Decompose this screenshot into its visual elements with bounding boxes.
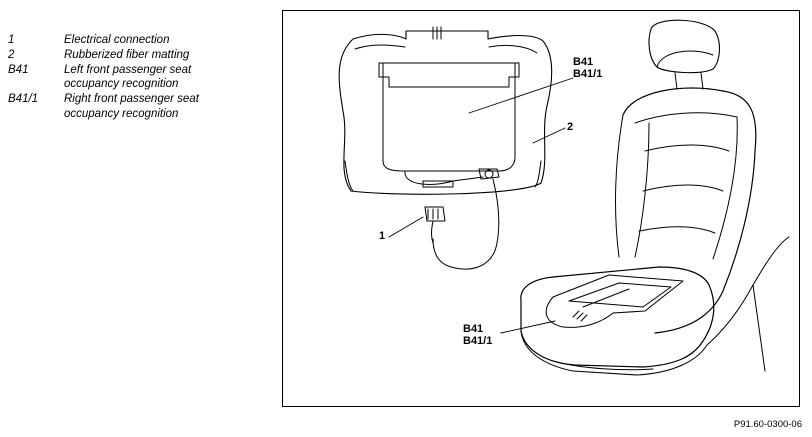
seat-backrest [615,87,757,334]
backrest-connector [432,168,500,270]
backrest-sensor-mat [378,26,520,188]
legend-description: Electrical connection [64,33,270,48]
callout-2: 2 [567,121,574,133]
legend-key: 1 [8,34,15,46]
legend-description: Left front passenger seat occupancy reco… [64,63,270,93]
figure-frame: B41 B41/1 2 1 B41 B41/1 [282,10,800,407]
legend-description-line: Left front passenger seat [64,63,192,76]
legend-row: 2 Rubberized fiber matting [8,48,270,63]
legend-key: B41/1 [8,93,39,106]
legend-description: Rubberized fiber matting [64,48,270,63]
callout-label: B41/1 [573,68,603,80]
legend-row: B41/1 Right front passenger seat occupan… [8,92,270,122]
legend: 1 Electrical connection 2 Rubberized fib… [8,33,270,122]
legend-description-line: occupancy recognition [64,78,179,91]
legend-description: Right front passenger seat occupancy rec… [64,92,270,122]
backrest-cushion [338,30,553,195]
legend-row: 1 Electrical connection [8,33,270,48]
seat-illustration [338,19,790,376]
seat-sensor-mat [545,274,684,328]
callout-label: B41/1 [463,335,493,347]
electrical-connector [424,206,446,244]
figure-code: P91.60-0300-06 [733,419,802,430]
legend-key: B41 [8,63,29,76]
callout-b41-bottom: B41 B41/1 [463,323,492,347]
legend-row: B41 Left front passenger seat occupancy … [8,63,270,93]
legend-description-line: occupancy recognition [64,107,179,120]
legend-description-line: Rubberized fiber matting [64,48,190,61]
callout-1: 1 [379,230,386,242]
leader-lines [388,77,574,334]
callout-label: B41 [463,323,484,335]
seat-cushion [520,236,790,376]
legend-description-line: Right front passenger seat [64,93,199,106]
callout-label: B41 [573,56,594,68]
legend-description-line: Electrical connection [64,34,170,46]
legend-key: 2 [8,48,15,61]
headrest [648,19,721,90]
callout-b41-top: B41 B41/1 [573,56,602,80]
